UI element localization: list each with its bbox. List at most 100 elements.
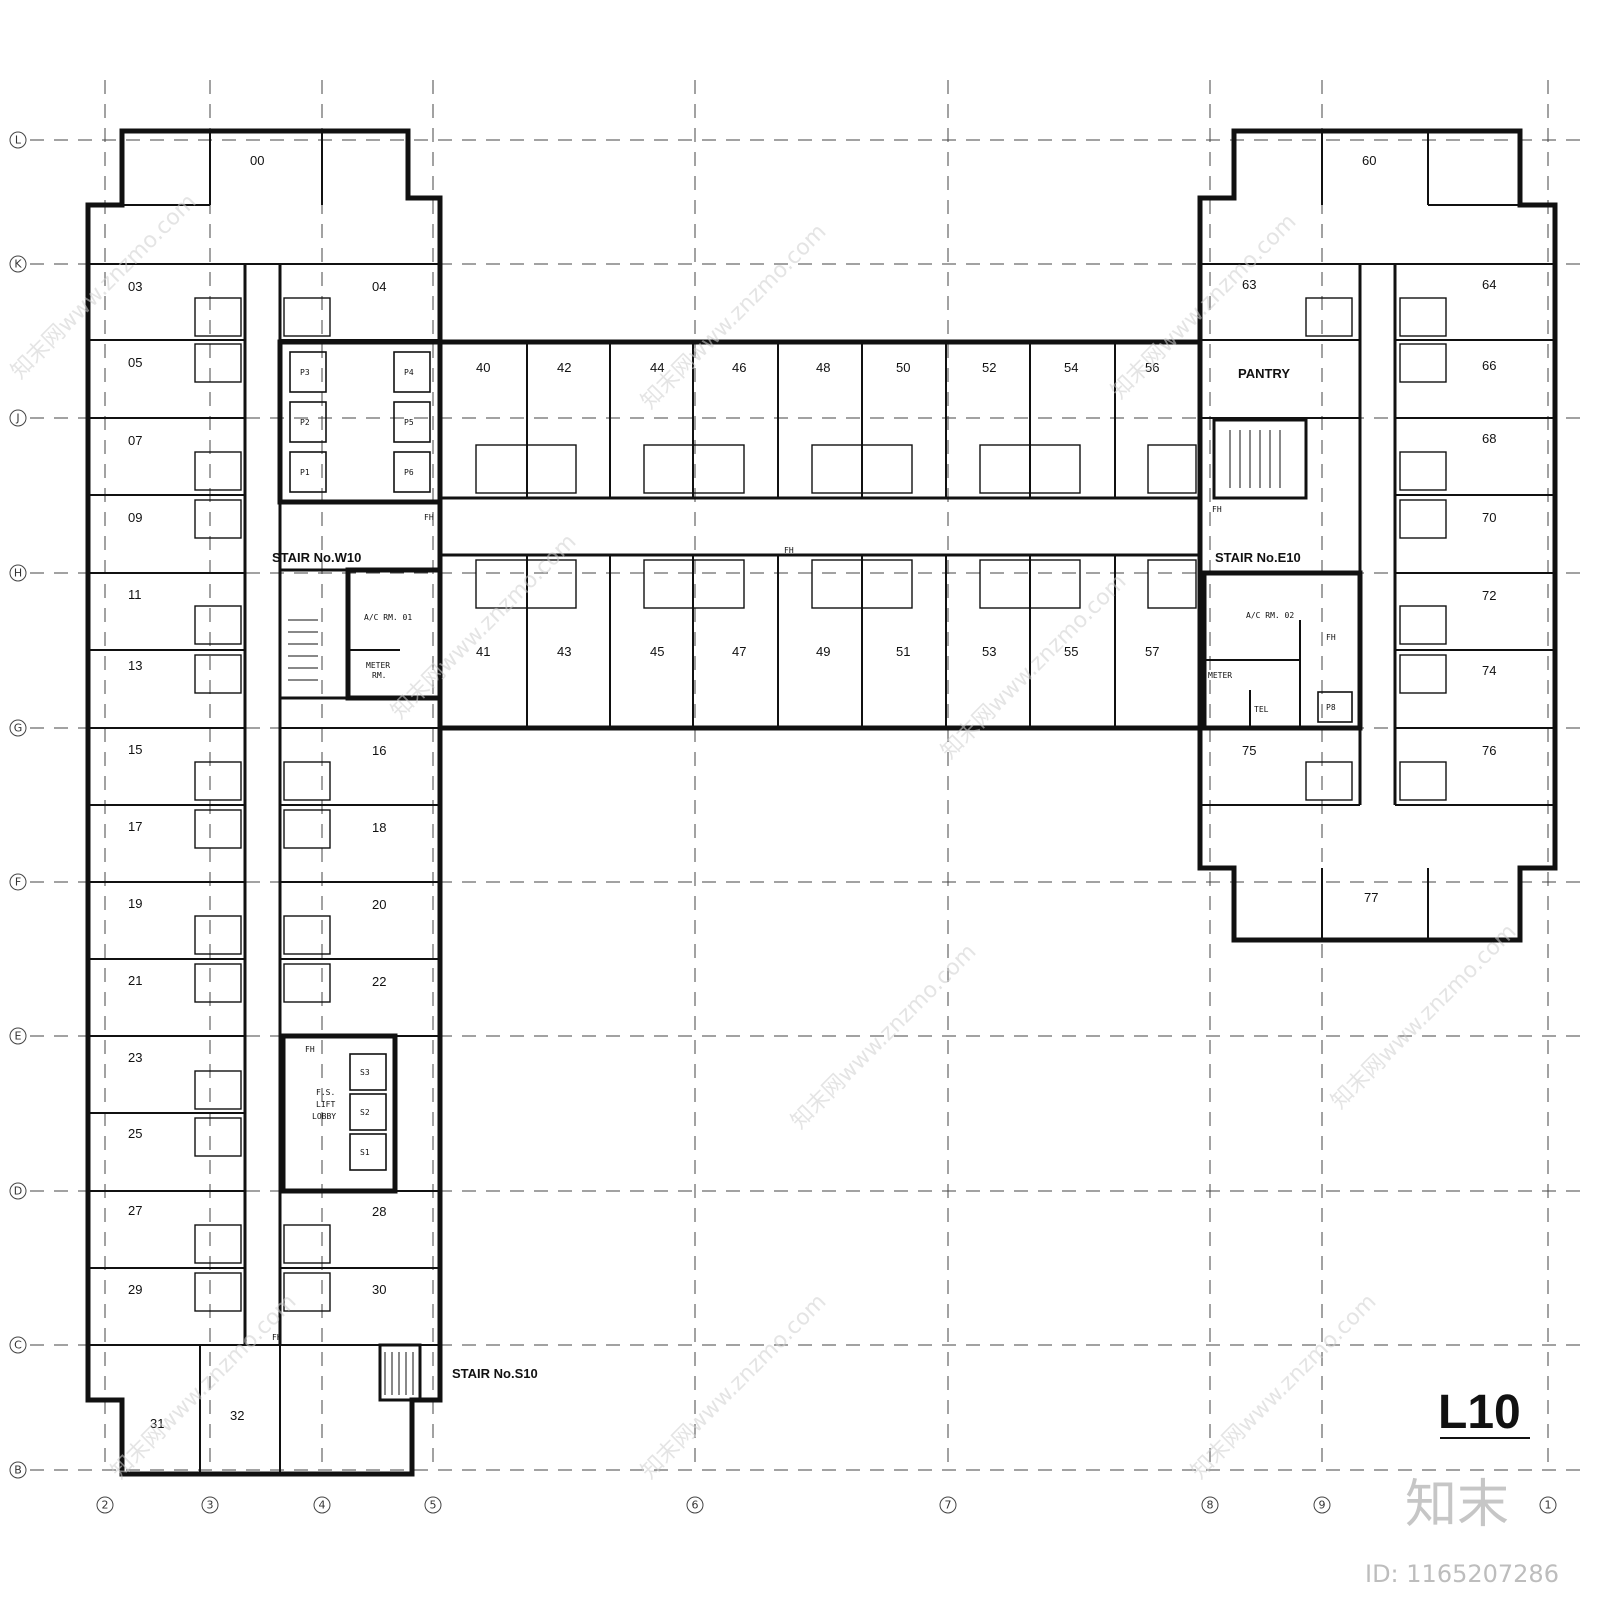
room-number: 41 bbox=[476, 644, 490, 659]
west-bathrooms bbox=[194, 297, 331, 1312]
room-number: 09 bbox=[128, 510, 142, 525]
room-number: 18 bbox=[372, 820, 386, 835]
room-number: 20 bbox=[372, 897, 386, 912]
room-number: 75 bbox=[1242, 743, 1256, 758]
stair-label-w10: STAIR No.W10 bbox=[272, 550, 361, 565]
room-number: 46 bbox=[732, 360, 746, 375]
fh-label: FH bbox=[424, 513, 434, 522]
level-label: L10 bbox=[1438, 1386, 1521, 1439]
watermark-text: 知末网www.znzmo.com bbox=[1327, 919, 1522, 1114]
lift-label: P2 bbox=[300, 418, 310, 427]
tel-room-label: TEL bbox=[1254, 705, 1269, 714]
room-number: 29 bbox=[128, 1282, 142, 1297]
room-number: 40 bbox=[476, 360, 490, 375]
watermark-text: 知末网www.znzmo.com bbox=[387, 529, 582, 724]
room-number: 19 bbox=[128, 896, 142, 911]
room-number: 43 bbox=[557, 644, 571, 659]
room-number: 64 bbox=[1482, 277, 1496, 292]
grid-label-col: 9 bbox=[1319, 1499, 1326, 1512]
room-number: 22 bbox=[372, 974, 386, 989]
lift-label: P1 bbox=[300, 468, 310, 477]
lift-label: S1 bbox=[360, 1148, 370, 1157]
center-bathrooms bbox=[475, 444, 1197, 609]
fs-lobby-label: F.S. bbox=[316, 1088, 335, 1097]
grid-label-row: K bbox=[14, 258, 22, 271]
grid-label-row: E bbox=[15, 1030, 22, 1043]
room-number: 07 bbox=[128, 433, 142, 448]
room-number: 45 bbox=[650, 644, 664, 659]
room-number: 63 bbox=[1242, 277, 1256, 292]
room-number: 15 bbox=[128, 742, 142, 757]
center-wing: FH 40 42 44 46 48 50 52 54 56 41 43 45 4… bbox=[437, 339, 1203, 731]
grid-label-row: J bbox=[15, 412, 19, 425]
room-number: 11 bbox=[128, 587, 142, 602]
room-number: 52 bbox=[982, 360, 996, 375]
grid-label-col: 6 bbox=[692, 1499, 699, 1512]
fs-lift-lobby bbox=[280, 1033, 398, 1194]
grid-label-col: 5 bbox=[430, 1499, 437, 1512]
watermark-text: 知末网www.znzmo.com bbox=[637, 219, 832, 414]
fh-label: FH bbox=[305, 1045, 315, 1054]
room-number: 70 bbox=[1482, 510, 1496, 525]
room-number: 57 bbox=[1145, 644, 1159, 659]
meter-room-label: RM. bbox=[372, 671, 386, 680]
room-number: 51 bbox=[896, 644, 910, 659]
room-number: 77 bbox=[1364, 890, 1378, 905]
room-number: 28 bbox=[372, 1204, 386, 1219]
grid-label-col: 8 bbox=[1207, 1499, 1214, 1512]
stair-w10 bbox=[278, 568, 350, 700]
room-number: 25 bbox=[128, 1126, 142, 1141]
room-number: 55 bbox=[1064, 644, 1078, 659]
grid-label-col: 3 bbox=[207, 1499, 214, 1512]
room-number: 30 bbox=[372, 1282, 386, 1297]
east-wing: STAIR No.E10 FH A/C RM. 02 METER TEL P8 … bbox=[1197, 128, 1558, 943]
watermark-text: 知末网www.znzmo.com bbox=[7, 189, 202, 384]
room-number: 76 bbox=[1482, 743, 1496, 758]
ac-room-02 bbox=[1201, 570, 1363, 731]
fs-lobby-label: LOBBY bbox=[312, 1112, 336, 1121]
west-wing: P3 P2 P1 P4 P5 P6 STAIR No.W10 A/C RM. 0… bbox=[85, 128, 538, 1477]
room-number: 13 bbox=[128, 658, 142, 673]
grid-label-row: D bbox=[14, 1185, 22, 1198]
room-number: 44 bbox=[650, 360, 664, 375]
ac-room-label: A/C RM. 02 bbox=[1246, 611, 1294, 620]
grid-columns bbox=[104, 80, 1549, 1470]
grid-column-labels: 2 3 4 5 6 7 8 9 1 bbox=[96, 1496, 1557, 1514]
watermark-text: 知末网www.znzmo.com bbox=[937, 569, 1132, 764]
watermark-id: ID: 1165207286 bbox=[1365, 1560, 1559, 1588]
fh-label: FH bbox=[1212, 505, 1222, 514]
grid-label-row: B bbox=[14, 1464, 22, 1477]
grid-row-labels: L K J H G F E D C B bbox=[9, 131, 27, 1479]
lift-label: P3 bbox=[300, 368, 310, 377]
grid-label-row: G bbox=[14, 722, 23, 735]
east-bathrooms bbox=[1305, 297, 1447, 801]
room-number: 60 bbox=[1362, 153, 1376, 168]
room-number: 21 bbox=[128, 973, 142, 988]
watermark-text: 知末网www.znzmo.com bbox=[637, 1289, 832, 1484]
lift-cars-p bbox=[289, 351, 431, 493]
watermark-brand: 知末 bbox=[1405, 1475, 1509, 1535]
center-wing-outline bbox=[437, 339, 1203, 731]
fs-lobby-label: LIFT bbox=[316, 1100, 335, 1109]
grid-label-row: H bbox=[14, 567, 22, 580]
room-number: 53 bbox=[982, 644, 996, 659]
room-number: 32 bbox=[230, 1408, 244, 1423]
lift-label: P5 bbox=[404, 418, 414, 427]
lift-label: S3 bbox=[360, 1068, 370, 1077]
grid-label-row: C bbox=[14, 1339, 22, 1352]
watermark-text: 知末网www.znzmo.com bbox=[787, 939, 982, 1134]
stair-s10 bbox=[378, 1343, 422, 1402]
room-number: 04 bbox=[372, 279, 386, 294]
room-number: 23 bbox=[128, 1050, 142, 1065]
fh-label: FH bbox=[1326, 633, 1336, 642]
watermark-text: 知末网www.znzmo.com bbox=[1187, 1289, 1382, 1484]
room-number: 66 bbox=[1482, 358, 1496, 373]
watermark-text: 知末网www.znzmo.com bbox=[107, 1289, 302, 1484]
room-number: 49 bbox=[816, 644, 830, 659]
room-number: 42 bbox=[557, 360, 571, 375]
west-wing-outline bbox=[85, 128, 443, 1477]
room-number: 27 bbox=[128, 1203, 142, 1218]
meter-room-label: METER bbox=[366, 661, 390, 670]
grid-label-col: 1 bbox=[1545, 1499, 1552, 1512]
grid-label-row: L bbox=[15, 134, 22, 147]
